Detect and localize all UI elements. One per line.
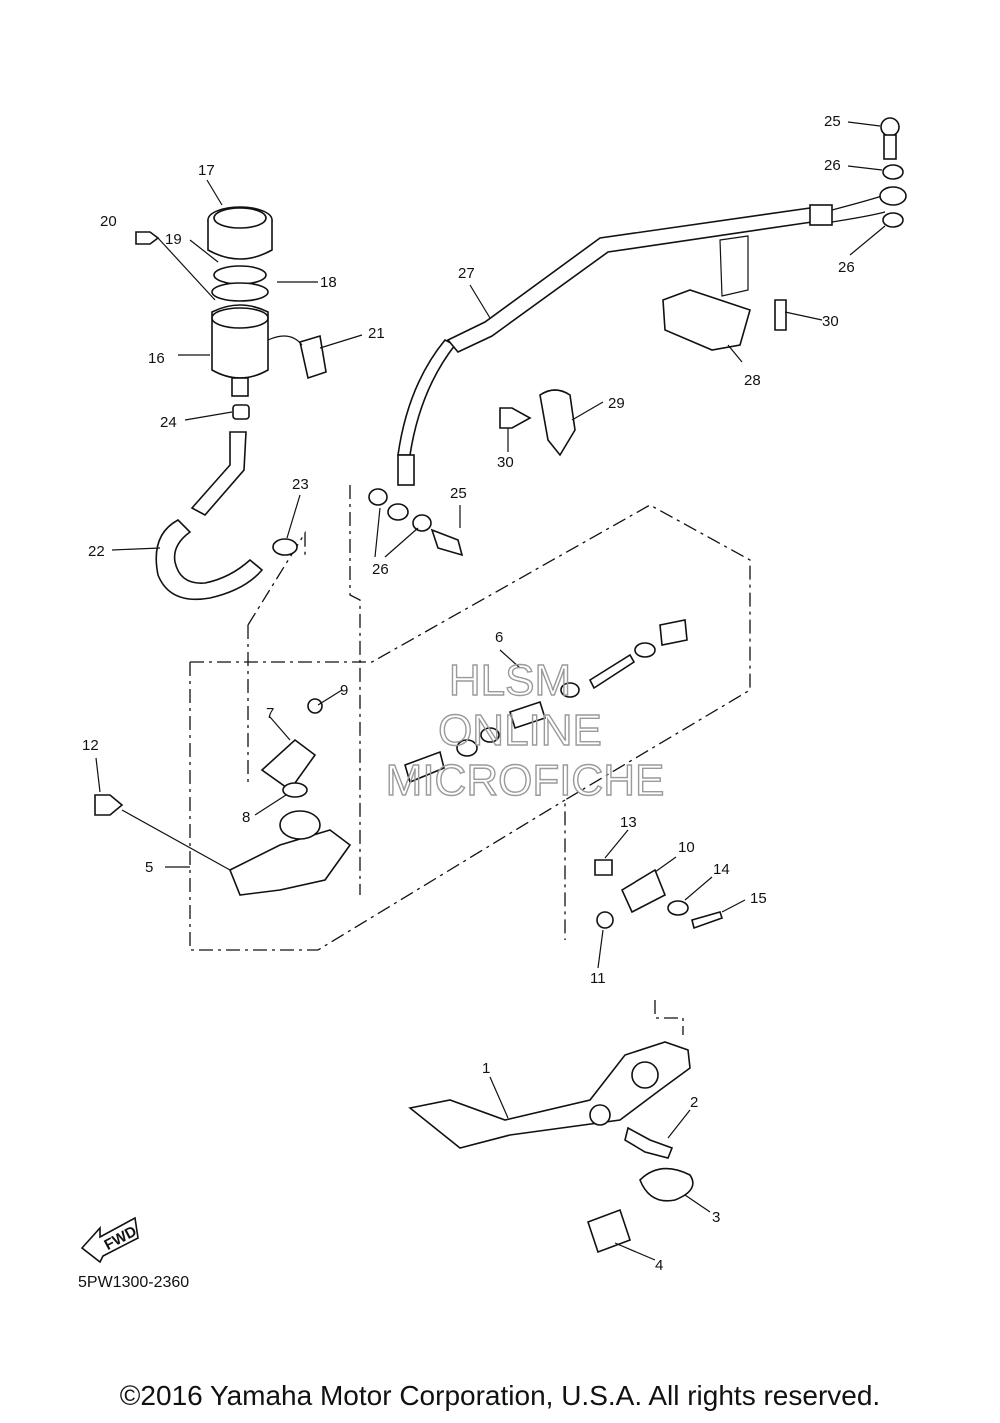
hose-bracket bbox=[499, 235, 787, 457]
callout-5: 5 bbox=[145, 859, 153, 876]
callout-10: 10 bbox=[678, 839, 695, 856]
callout-6: 6 bbox=[495, 629, 503, 646]
reservoir-tank bbox=[135, 206, 327, 397]
brake-pedal bbox=[408, 1041, 694, 1254]
watermark: HLSM ONLINE MICROFICHE bbox=[385, 655, 665, 805]
callout-leaders bbox=[95, 121, 886, 1261]
callout-2: 2 bbox=[690, 1094, 698, 1111]
callout-19: 19 bbox=[165, 231, 182, 248]
callout-3: 3 bbox=[712, 1209, 720, 1226]
callout-15: 15 bbox=[750, 890, 767, 907]
callout-1: 1 bbox=[482, 1060, 490, 1077]
callout-17: 17 bbox=[198, 162, 215, 179]
clevis-assembly bbox=[594, 859, 724, 930]
callout-9: 9 bbox=[340, 682, 348, 699]
callout-21: 21 bbox=[368, 325, 385, 342]
piston-kit bbox=[404, 619, 688, 784]
callout-25-bottom: 25 bbox=[450, 485, 467, 502]
callout-23: 23 bbox=[292, 476, 309, 493]
callout-22: 22 bbox=[88, 543, 105, 560]
callout-26-top: 26 bbox=[824, 157, 841, 174]
hose-assembly bbox=[155, 404, 298, 601]
copyright-notice: ©2016 Yamaha Motor Corporation, U.S.A. A… bbox=[119, 1380, 881, 1411]
callout-20: 20 bbox=[100, 213, 117, 230]
assembly-outline bbox=[189, 485, 751, 1035]
callout-26-right: 26 bbox=[838, 259, 855, 276]
callout-29: 29 bbox=[608, 395, 625, 412]
watermark-line-2: ONLINE bbox=[438, 706, 602, 755]
banjo-fitting bbox=[879, 117, 907, 228]
fwd-arrow-icon: FWD bbox=[80, 1216, 140, 1264]
brake-hose bbox=[368, 194, 886, 557]
callout-4: 4 bbox=[655, 1257, 663, 1274]
callout-18: 18 bbox=[320, 274, 337, 291]
callout-30-right: 30 bbox=[822, 313, 839, 330]
callout-16: 16 bbox=[148, 350, 165, 367]
callout-14: 14 bbox=[713, 861, 730, 878]
callout-12: 12 bbox=[82, 737, 99, 754]
callout-25-top: 25 bbox=[824, 113, 841, 130]
callout-28: 28 bbox=[744, 372, 761, 389]
callout-labels: 1 2 3 4 5 6 7 8 9 10 11 12 13 14 15 16 1… bbox=[82, 113, 855, 1274]
callout-8: 8 bbox=[242, 809, 250, 826]
watermark-line-3: MICROFICHE bbox=[386, 756, 665, 805]
callout-27: 27 bbox=[458, 265, 475, 282]
callout-30-left: 30 bbox=[497, 454, 514, 471]
part-code: 5PW1300-2360 bbox=[78, 1274, 190, 1291]
callout-13: 13 bbox=[620, 814, 637, 831]
callout-7: 7 bbox=[266, 705, 274, 722]
callout-11: 11 bbox=[590, 970, 606, 987]
callout-24: 24 bbox=[160, 414, 177, 431]
master-cylinder bbox=[94, 698, 352, 896]
watermark-line-1: HLSM bbox=[449, 656, 571, 705]
callout-26-bottom: 26 bbox=[372, 561, 389, 578]
